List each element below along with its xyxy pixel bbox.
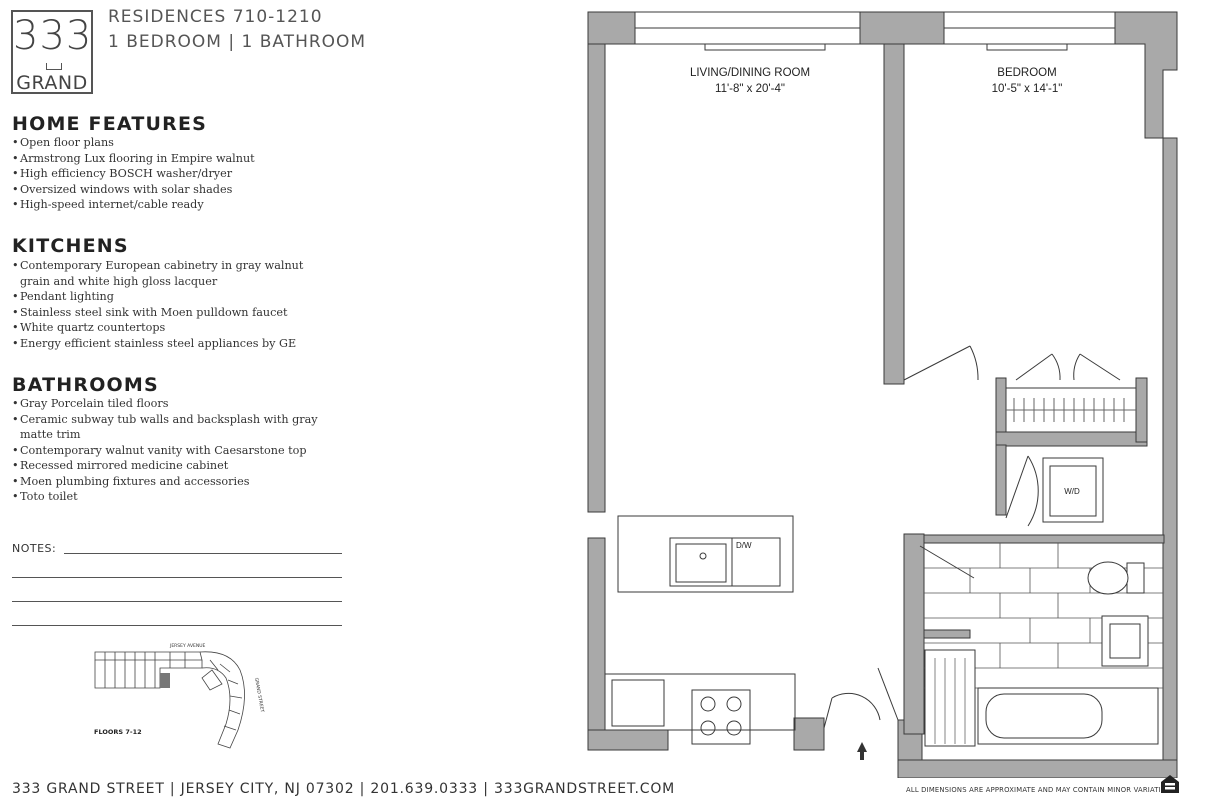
list-item: White quartz countertops: [12, 320, 324, 336]
section-title-bathrooms: BATHROOMS: [12, 374, 159, 396]
linen-closet-shelves: [934, 658, 966, 744]
entry-door: [823, 667, 899, 729]
key-plan-unit-highlight: [160, 673, 170, 688]
bathroom-fixtures: [919, 545, 1159, 747]
floor-plan: LIVING/DINING ROOM 11'-8" x 20'-4" BEDRO…: [587, 11, 1178, 778]
kitchen-counter: [604, 673, 796, 745]
key-plan-street-side: GRAND STREET: [253, 677, 265, 713]
list-item: Toto toilet: [12, 489, 352, 505]
kitchen-island: [617, 515, 794, 593]
key-plan-map: JERSEY AVENUE GRAND STREET FLOORS 7-12: [94, 643, 265, 749]
list-item: Contemporary European cabinetry in gray …: [12, 258, 324, 289]
dishwasher-label: D/W: [736, 541, 752, 550]
residences-title: RESIDENCES 710-1210: [108, 7, 323, 27]
washer-dryer-label: W/D: [1064, 487, 1080, 496]
list-item: High efficiency BOSCH washer/dryer: [12, 166, 312, 182]
closet-rod: [1006, 398, 1136, 422]
list-item: Moen plumbing fixtures and accessories: [12, 474, 352, 490]
list-item: Contemporary walnut vanity with Caesarst…: [12, 443, 352, 459]
windows: [634, 11, 1116, 51]
exterior-walls: [587, 11, 1178, 778]
key-plan-street-top: JERSEY AVENUE: [169, 643, 206, 649]
bedroom-name: BEDROOM: [997, 67, 1056, 79]
notes-line: [12, 577, 342, 578]
list-item: Open floor plans: [12, 135, 312, 151]
list-item: Pendant lighting: [12, 289, 324, 305]
notes-line: [12, 625, 342, 626]
list-item: Stainless steel sink with Moen pulldown …: [12, 305, 324, 321]
list-item: Armstrong Lux flooring in Empire walnut: [12, 151, 312, 167]
washer-dryer: [1005, 455, 1104, 527]
logo-word: GRAND: [16, 72, 88, 94]
living-room-dims: 11'-8" x 20'-4": [715, 83, 785, 95]
section-title-home-features: HOME FEATURES: [12, 113, 208, 135]
list-item: Gray Porcelain tiled floors: [12, 396, 352, 412]
kitchens-list: Contemporary European cabinetry in gray …: [12, 258, 324, 351]
notes-line: [12, 601, 342, 602]
notes-label: NOTES:: [12, 542, 57, 555]
living-room-name: LIVING/DINING ROOM: [690, 67, 810, 79]
key-plan-floors: FLOORS 7-12: [94, 728, 142, 736]
bedroom-doors: [903, 345, 1137, 433]
disclaimer: ALL DIMENSIONS ARE APPROXIMATE AND MAY C…: [906, 786, 1179, 794]
list-item: Ceramic subway tub walls and backsplash …: [12, 412, 352, 443]
section-title-kitchens: KITCHENS: [12, 235, 129, 257]
bedroom-dims: 10'-5" x 14'-1": [992, 83, 1063, 95]
equal-housing-icon: [1161, 775, 1179, 793]
list-item: High-speed internet/cable ready: [12, 197, 312, 213]
entry-arrow-icon: [857, 742, 867, 760]
home-features-list: Open floor plans Armstrong Lux flooring …: [12, 135, 312, 213]
unit-type: 1 BEDROOM | 1 BATHROOM: [108, 32, 367, 52]
logo-mark-icon: [46, 63, 62, 70]
logo-number: 333: [13, 13, 93, 59]
bathrooms-list: Gray Porcelain tiled floors Ceramic subw…: [12, 396, 352, 505]
footer-contact: 333 GRAND STREET | JERSEY CITY, NJ 07302…: [12, 781, 676, 797]
list-item: Oversized windows with solar shades: [12, 182, 312, 198]
logo: 333 GRAND: [11, 10, 93, 94]
notes-line: [64, 553, 342, 554]
list-item: Energy efficient stainless steel applian…: [12, 336, 324, 352]
list-item: Recessed mirrored medicine cabinet: [12, 458, 352, 474]
